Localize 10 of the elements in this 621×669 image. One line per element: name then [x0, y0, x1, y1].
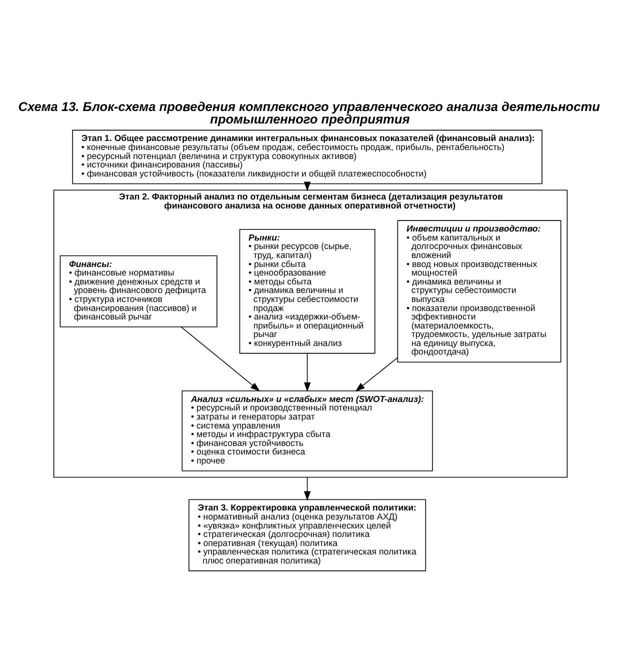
arrow: [355, 357, 398, 392]
node-box: Финансы: • финансовые нормативы • движение денежных средств и уровень финансового дефицита • структура источников финансирования (пассивов) и финансовый рычаг: [60, 255, 218, 328]
node-box: Анализ «сильных» и «слабых» мест (SWOT-анализ): • ресурсный и производственный потенциал • затраты и генераторы затрат • система управления • методы и инфраструктура сбыта • финансовая устойчивость • оценка стоимости бизнеса • прочее: [182, 390, 433, 472]
node-box: Инвестиции и производство: • объем капитальных и долгосрочных финансовых вложений • ввод новых производственных мощностей • динамика величины и структуры себестоимости выпуска • показатели производственной эффективности (материалоемкость, трудоемкость, удельные затраты на единицу выпуска, фондоотдача): [397, 220, 562, 362]
node-box: Рынки: • рынки ресурсов (сырье, труд, капитал) • рынки сбыта • ценообразование • методы сбыта • динамика величины и структуры себестоимости продаж • анализ «издержки-объем-прибыль» и операционный рычаг • конкурентный анализ: [239, 228, 376, 354]
arrow: [304, 353, 311, 392]
arrow: [304, 476, 311, 501]
node-box: Этап 3. Корректировка управленческой политики: • нормативный анализ (оценка результатов АХД) • «увязка» конфликтных управленческих целей • стратегическая (долгосрочная) политика • оперативная (текущая) политика • управленческая политика (стратегическая политика плюс оперативная политика): [188, 499, 426, 572]
arrow: [180, 326, 260, 392]
diagram-title: Схема 13. Блок-схема проведения комплексного управленческого анализа деятельности промышленного предприятия: [18, 98, 600, 127]
